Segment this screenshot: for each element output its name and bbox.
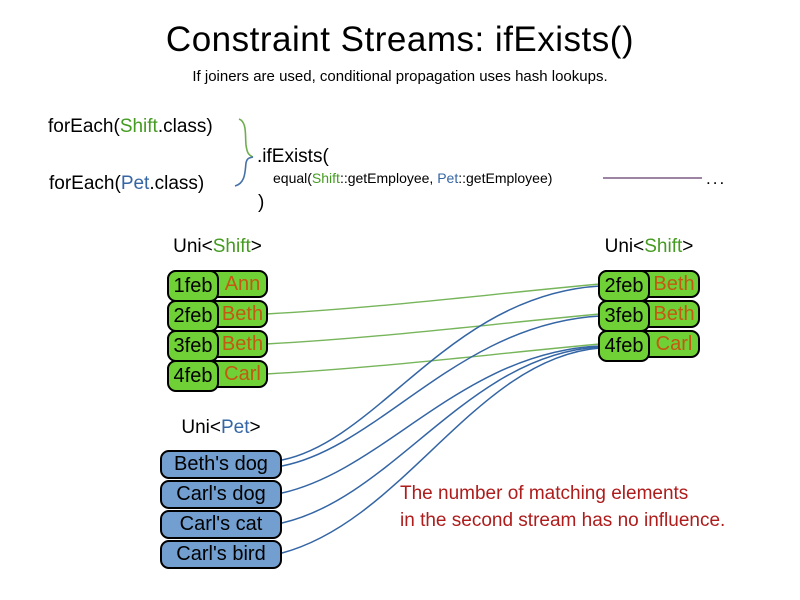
shift-date-cell: 4feb xyxy=(167,360,219,392)
match-line-blue-carlsdog-4feb xyxy=(281,345,601,494)
pet-row-carls-dog: Carl's dog xyxy=(160,480,282,509)
code-pet-ref: Pet xyxy=(437,170,459,186)
match-line-blue-bethsdog-3feb xyxy=(281,315,601,467)
code-pet-class: Pet xyxy=(120,173,150,194)
page-title: Constraint Streams: ifExists() xyxy=(165,20,635,59)
label-text: > xyxy=(250,236,262,257)
label-text: > xyxy=(682,236,694,257)
label-text: > xyxy=(249,417,261,438)
code-text: ::getEmployee) xyxy=(458,170,553,186)
match-line-green-2feb xyxy=(265,283,601,315)
label-text: Uni< xyxy=(173,236,213,257)
code-equal-joiner: equal(Shift::getEmployee, Pet::getEmploy… xyxy=(273,170,552,186)
label-type-shift: Shift xyxy=(212,236,251,257)
match-line-blue-carlscat-4feb xyxy=(281,346,601,524)
label-text: Uni< xyxy=(181,417,221,438)
match-line-green-3feb xyxy=(265,313,601,345)
label-text: Uni< xyxy=(604,236,645,257)
right-shift-table-label: Uni<Shift> xyxy=(598,236,700,258)
shift-employee-cell: Beth xyxy=(221,302,264,325)
shift-employee-cell: Beth xyxy=(221,332,264,355)
match-line-blue-carlsbird-4feb xyxy=(281,347,601,554)
label-type-pet: Pet xyxy=(220,417,250,438)
shift-row-4feb-carl: 4feb Carl xyxy=(598,330,700,362)
pet-table-label: Uni<Pet> xyxy=(160,417,282,439)
code-text: .class) xyxy=(149,173,205,194)
match-line-blue-bethsdog-2feb xyxy=(281,285,601,461)
match-line-green-4feb xyxy=(265,343,601,375)
shift-row-3feb-beth: 3feb Beth xyxy=(167,330,268,362)
code-close-paren: ) xyxy=(258,192,265,213)
shift-row-3feb-beth: 3feb Beth xyxy=(598,300,700,332)
code-foreach-shift: forEach(Shift.class) xyxy=(48,116,213,138)
shift-row-4feb-carl: 4feb Carl xyxy=(167,360,268,392)
code-ellipsis: ... xyxy=(706,169,727,188)
left-shift-table-label: Uni<Shift> xyxy=(167,236,268,258)
page-subtitle: If joiners are used, conditional propaga… xyxy=(192,68,608,85)
code-text: forEach( xyxy=(48,116,120,137)
shift-row-1feb-ann: 1feb Ann xyxy=(167,270,268,302)
brace-shift-stream-curve xyxy=(238,118,254,158)
shift-employee-cell: Beth xyxy=(653,302,695,325)
code-text: forEach( xyxy=(49,173,121,194)
shift-row-2feb-beth: 2feb Beth xyxy=(167,300,268,332)
code-shift-ref: Shift xyxy=(311,170,340,186)
brace-pet-stream-curve xyxy=(234,156,254,187)
shift-employee-cell: Carl xyxy=(224,362,261,385)
code-text: equal( xyxy=(273,170,312,186)
shift-row-2feb-beth: 2feb Beth xyxy=(598,270,700,302)
shift-employee-cell: Carl xyxy=(655,332,693,355)
code-text: ::getEmployee, xyxy=(339,170,438,186)
pet-row-beths-dog: Beth's dog xyxy=(160,450,282,479)
code-foreach-pet: forEach(Pet.class) xyxy=(49,173,204,195)
shift-employee-cell: Ann xyxy=(224,272,261,295)
code-shift-class: Shift xyxy=(119,116,158,137)
note-line-2: in the second stream has no influence. xyxy=(400,510,726,531)
shift-date-cell: 2feb xyxy=(598,270,650,302)
pet-row-carls-cat: Carl's cat xyxy=(160,510,282,539)
code-ifexists: .ifExists( xyxy=(257,146,329,167)
shift-date-cell: 4feb xyxy=(598,330,650,362)
shift-date-cell: 1feb xyxy=(167,270,219,302)
shift-date-cell: 2feb xyxy=(167,300,219,332)
pet-row-carls-bird: Carl's bird xyxy=(160,540,282,569)
shift-employee-cell: Beth xyxy=(653,272,695,295)
shift-date-cell: 3feb xyxy=(598,300,650,332)
code-text: .class) xyxy=(157,116,213,137)
note-line-1: The number of matching elements xyxy=(400,483,689,504)
shift-date-cell: 3feb xyxy=(167,330,219,362)
label-type-shift: Shift xyxy=(644,236,683,257)
